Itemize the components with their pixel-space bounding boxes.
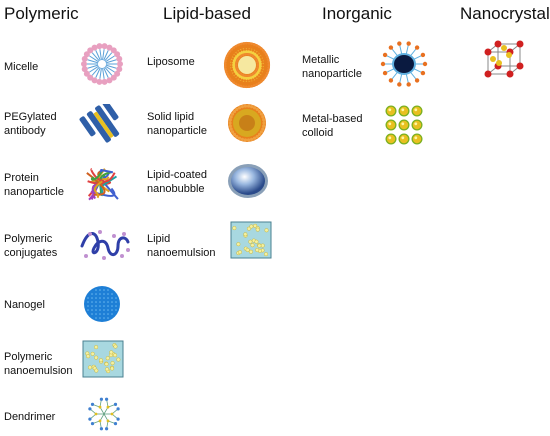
label-metallic-nanoparticle: Metallic nanoparticle (302, 54, 362, 80)
header-nanocrystals: Nanocrystals (460, 4, 550, 23)
label-solid-lipid-nanoparticle: Solid lipid nanoparticle (147, 111, 207, 137)
solid-lipid-nanoparticle-icon (228, 104, 266, 142)
label-metal-based-colloid: Metal-based colloid (302, 113, 363, 139)
label-polymeric-nanoemulsion: Polymeric nanoemulsion (4, 351, 73, 377)
label-nanogel: Nanogel (4, 299, 45, 311)
dendrimer-icon (88, 397, 120, 431)
label-pegylated-antibody: PEGylated antibody (4, 111, 57, 137)
liposome-icon (223, 41, 271, 89)
pegylated-antibody-icon (79, 104, 120, 143)
micelle-icon (81, 43, 123, 85)
polymeric-nanoemulsion-icon (82, 340, 124, 378)
header-lipid-based: Lipid-based (163, 4, 251, 23)
protein-nanoparticle-icon (86, 168, 119, 201)
polymeric-conjugates-icon (80, 230, 130, 260)
label-liposome: Liposome (147, 56, 195, 68)
nanogel-icon (84, 286, 120, 322)
header-inorganic: Inorganic (322, 4, 392, 23)
header-polymeric: Polymeric (4, 4, 79, 23)
label-protein-nanoparticle: Protein nanoparticle (4, 172, 64, 198)
lipid-coated-nanobubble-icon (228, 164, 268, 198)
metal-based-colloid-icon (385, 105, 423, 145)
metallic-nanoparticle-icon (380, 41, 428, 87)
label-lipid-nanoemulsion: Lipid nanoemulsion (147, 233, 216, 259)
label-polymeric-conjugates: Polymeric conjugates (4, 233, 58, 259)
lipid-nanoemulsion-icon (230, 221, 272, 259)
label-dendrimer: Dendrimer (4, 411, 56, 423)
label-micelle: Micelle (4, 61, 39, 73)
nanocrystal-icon (484, 40, 524, 78)
label-lipid-coated-nanobubble: Lipid-coated nanobubble (147, 169, 207, 195)
